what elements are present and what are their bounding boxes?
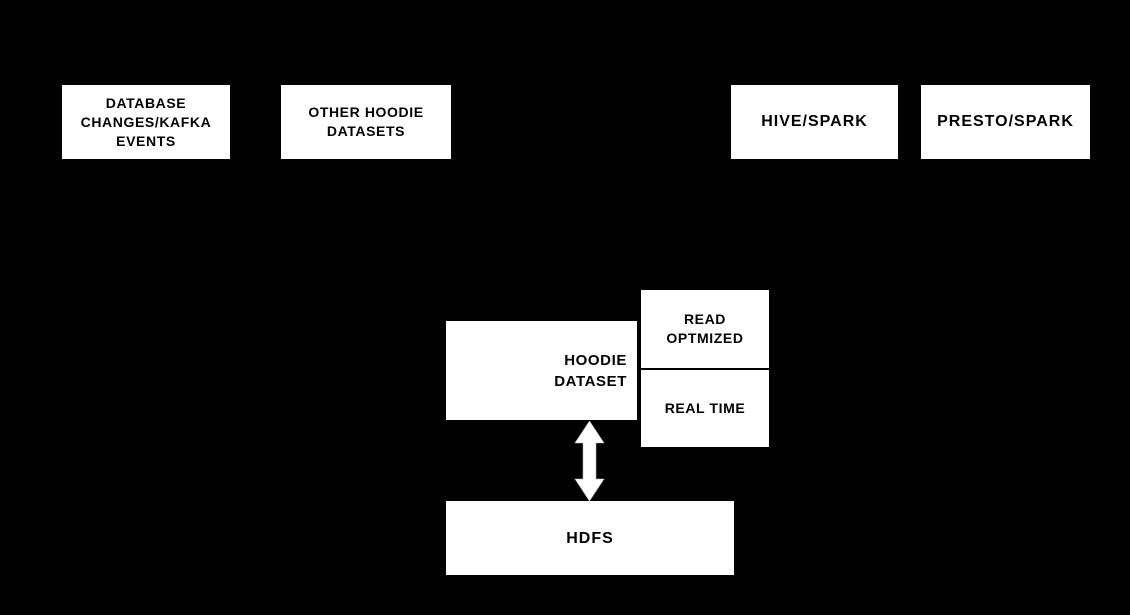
node-hoodie-dataset: HOODIE DATASET <box>446 321 637 420</box>
node-label: DATABASE CHANGES/KAFKA EVENTS <box>80 94 212 149</box>
node-label: HDFS <box>566 529 614 547</box>
node-label: OTHER HOODIE DATASETS <box>308 104 424 139</box>
node-label: HOODIE DATASET <box>554 351 627 390</box>
node-label: REAL TIME <box>664 400 746 416</box>
node-other-hoodie-datasets: OTHER HOODIE DATASETS <box>281 85 451 159</box>
node-label: HIVE/SPARK <box>761 113 868 130</box>
node-hive-spark: HIVE/SPARK <box>731 85 898 159</box>
node-hdfs: HDFS <box>446 501 734 575</box>
node-presto-spark: PRESTO/SPARK <box>921 85 1090 159</box>
node-read-optmized-view: READ OPTMIZED <box>641 290 769 368</box>
double-arrow-connector-hoodie-hdfs <box>574 421 605 501</box>
node-real-time-view: REAL TIME <box>641 370 769 447</box>
node-label: READ OPTMIZED <box>666 311 744 346</box>
node-database-changes-kafka-events: DATABASE CHANGES/KAFKA EVENTS <box>62 85 230 159</box>
node-label: PRESTO/SPARK <box>937 113 1074 130</box>
